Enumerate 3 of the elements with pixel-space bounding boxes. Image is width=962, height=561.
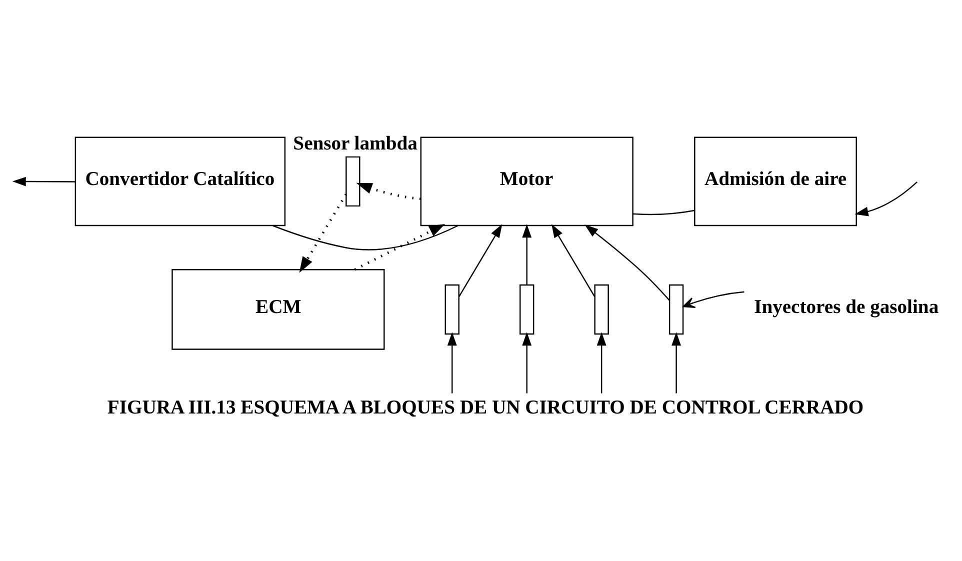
node-label: Sensor lambda xyxy=(293,133,418,154)
caption: FIGURA III.13 ESQUEMA A BLOQUES DE UN CIRCUITO DE CONTROL CERRADO xyxy=(107,398,864,419)
node-text: Inyectores de gasolina xyxy=(754,296,939,318)
